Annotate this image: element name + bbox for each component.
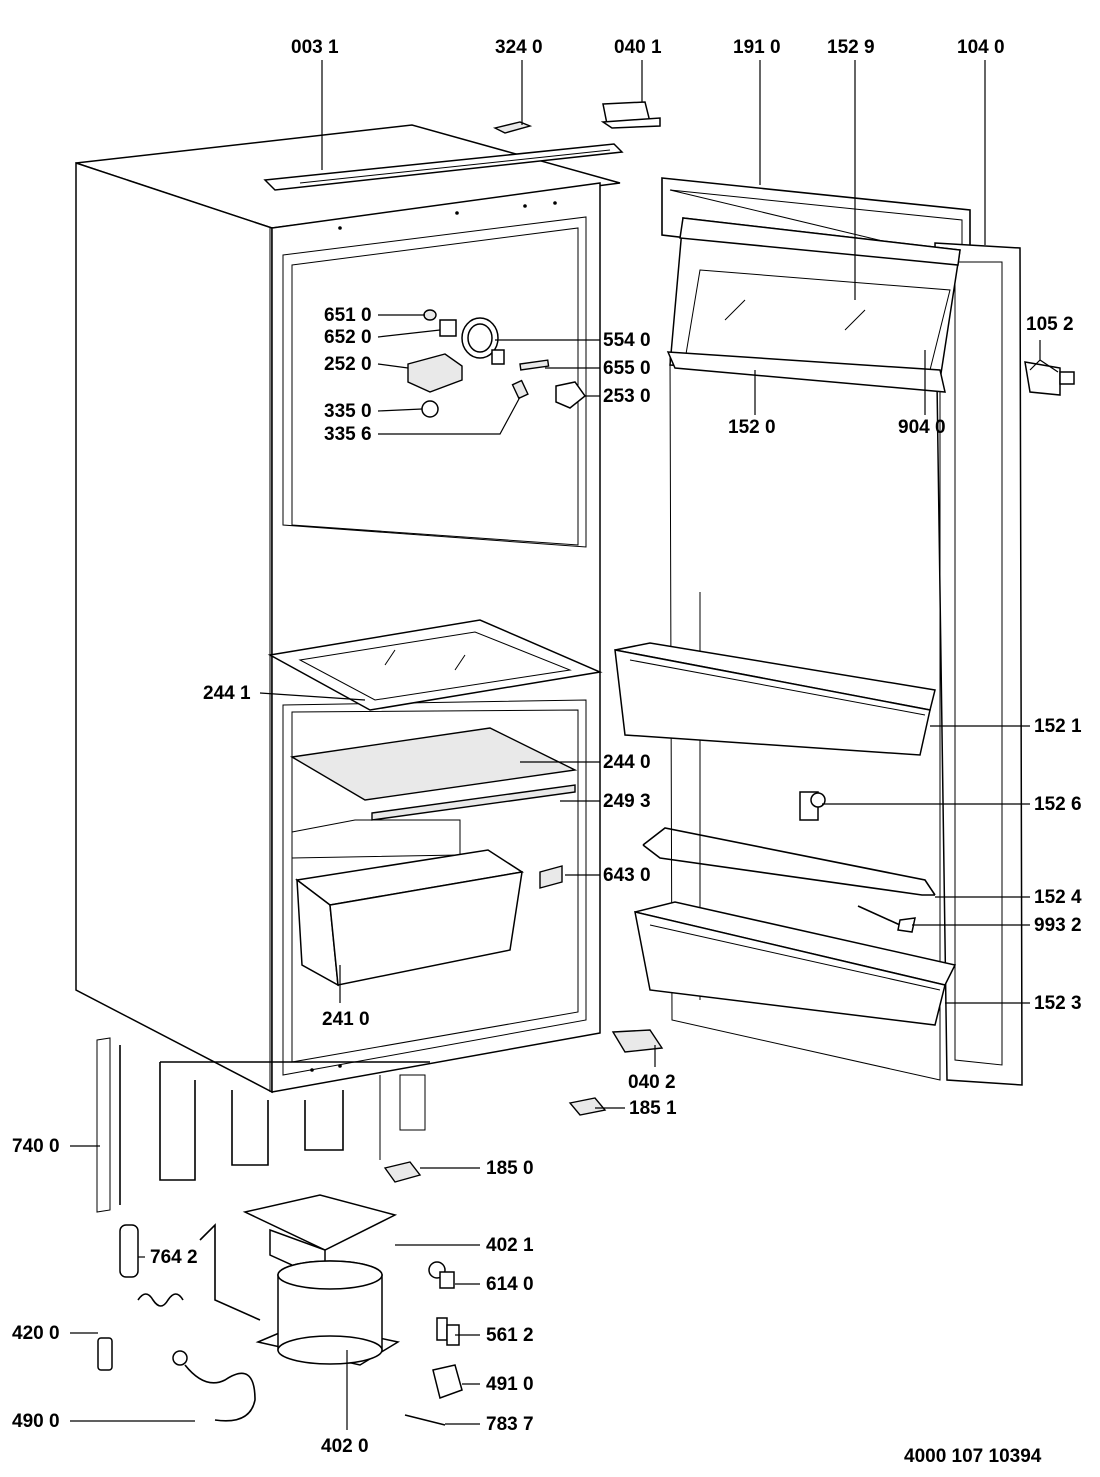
part-label: 244 0 [603,752,651,773]
part-label: 402 0 [321,1436,369,1457]
part-label: 993 2 [1034,915,1082,936]
part-label: 040 2 [628,1072,676,1093]
part-label: 152 3 [1034,993,1082,1014]
butter-compartment-152-9 [666,217,961,393]
part-label: 561 2 [486,1325,534,1346]
part-label: 003 1 [291,37,339,58]
bottle-rail-152-4 [642,827,936,896]
clip-185-1 [568,1097,607,1116]
part-label: 152 1 [1034,716,1082,737]
part-label: 185 1 [629,1098,677,1119]
compressor-402-0 [255,1260,401,1366]
door-hinge-105-2 [1024,361,1075,396]
bracket-040-2 [611,1029,664,1053]
part-label: 152 9 [827,37,875,58]
part-label: 152 4 [1034,887,1082,908]
part-label: 402 1 [486,1235,534,1256]
part-label: 152 6 [1034,794,1082,815]
part-label: 655 0 [603,358,651,379]
part-label: 764 2 [150,1247,198,1268]
part-label: 252 0 [324,354,372,375]
part-label: 904 0 [898,417,946,438]
part-label: 191 0 [733,37,781,58]
drier-783-7 [404,1414,446,1426]
terminal-cover-491-0 [432,1364,463,1399]
hinge-cover-324 [492,121,533,134]
part-label: 104 0 [957,37,1005,58]
drawing-number: 4000 107 10394 [904,1446,1042,1467]
spring-993-2 [857,905,916,933]
part-label: 783 7 [486,1414,534,1435]
clip-185-0 [383,1161,422,1183]
leader-lines [70,60,1059,1430]
hinge-bracket-040-1 [600,101,661,129]
glass-shelf-244-1 [267,619,603,711]
part-label: 491 0 [486,1374,534,1395]
part-label: 335 0 [324,401,372,422]
part-label: 324 0 [495,37,543,58]
part-label: 040 1 [614,37,662,58]
door-shelf-152-1 [614,642,936,756]
part-label: 643 0 [603,865,651,886]
part-label: 152 0 [728,417,776,438]
part-label: 241 0 [322,1009,370,1030]
relay-614-0 [428,1261,455,1289]
part-label: 249 3 [603,791,651,812]
part-label: 253 0 [603,386,651,407]
power-cord-490-0 [172,1350,256,1422]
part-label: 490 0 [12,1411,60,1432]
bottle-clip-152-6 [799,791,826,821]
thermostat-assembly [407,309,587,418]
capillary-764-2 [119,1223,261,1321]
crisper-drawer-241-0 [295,849,563,987]
part-label: 740 0 [12,1136,60,1157]
part-label: 335 6 [324,424,372,445]
capacitor-420-0 [97,1337,113,1371]
part-label: 420 0 [12,1323,60,1344]
shelf-244-0 [289,727,578,821]
part-label: 652 0 [324,327,372,348]
part-label: 651 0 [324,305,372,326]
door-104-0 [669,242,1023,1086]
part-label: 244 1 [203,683,251,704]
condenser-740-0 [96,1037,430,1213]
part-label: 105 2 [1026,314,1074,335]
part-label: 185 0 [486,1158,534,1179]
overload-561-2 [436,1317,460,1346]
door-shelf-152-3 [634,901,957,1026]
part-label: 554 0 [603,330,651,351]
part-label: 614 0 [486,1274,534,1295]
part-labels: 003 1 324 0 040 1 191 0 152 9 104 0 651 … [12,37,1082,1457]
